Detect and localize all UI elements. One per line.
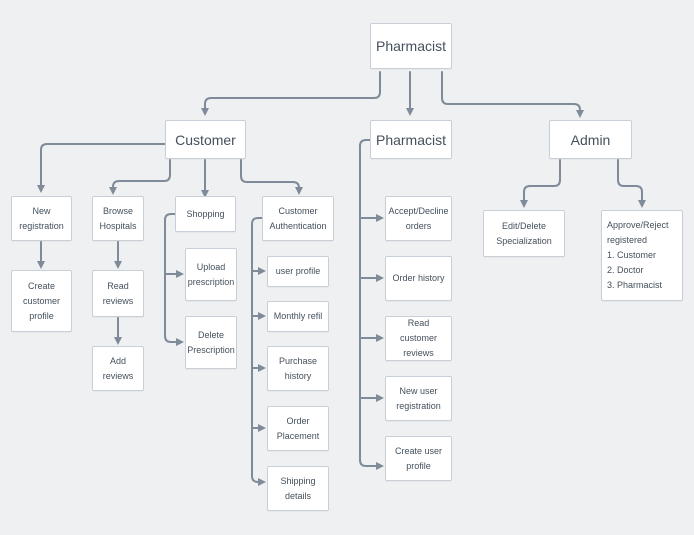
create-user-profile-node: Create user profile	[385, 436, 452, 481]
user-profile-node: user profile	[267, 256, 329, 287]
monthly-refil-node: Monthly refil	[267, 301, 329, 332]
approve-reject-registered-node: Approve/Reject registered 1. Customer 2.…	[601, 210, 683, 301]
order-history-node: Order history	[385, 256, 452, 301]
edge-customer-new-registration	[37, 143, 166, 193]
customer-node: Customer	[165, 120, 246, 159]
new-user-registration-node: New user registration	[385, 376, 452, 421]
read-customer-reviews-node: Read customer reviews	[385, 316, 452, 361]
shopping-node: Shopping	[175, 196, 236, 232]
root-pharmacist-node: Pharmacist	[370, 23, 452, 69]
order-placement-node: Order Placement	[267, 406, 329, 451]
edge-root-customer	[201, 71, 381, 116]
delete-prescription-node: Delete Prescription	[185, 316, 237, 369]
admin-node: Admin	[549, 120, 632, 159]
edge-pharmacist-branch	[359, 139, 384, 470]
accept-decline-orders-node: Accept/Decline orders	[385, 196, 452, 241]
edge-authentication-branch	[251, 217, 266, 486]
edge-admin-edit-delete	[520, 159, 561, 208]
edge-customer-authentication	[240, 159, 303, 195]
new-registration-node: New registration	[11, 196, 72, 241]
add-reviews-node: Add reviews	[92, 346, 144, 391]
shipping-details-node: Shipping details	[267, 466, 329, 511]
purchase-history-node: Purchase history	[267, 346, 329, 391]
edge-customer-browse-hospitals	[109, 159, 171, 195]
edge-shopping-branch	[164, 213, 184, 346]
read-reviews-node: Read reviews	[92, 270, 144, 317]
upload-prescription-node: Upload prescription	[185, 248, 237, 301]
customer-authentication-node: Customer Authentication	[262, 196, 334, 241]
create-customer-profile-node: Create customer profile	[11, 270, 72, 332]
edit-delete-specialization-node: Edit/Delete Specialization	[483, 210, 565, 257]
edge-admin-approve-reject	[617, 159, 646, 208]
browse-hospitals-node: Browse Hospitals	[92, 196, 144, 241]
pharmacist-node: Pharmacist	[370, 120, 452, 159]
edge-root-admin	[441, 71, 584, 118]
